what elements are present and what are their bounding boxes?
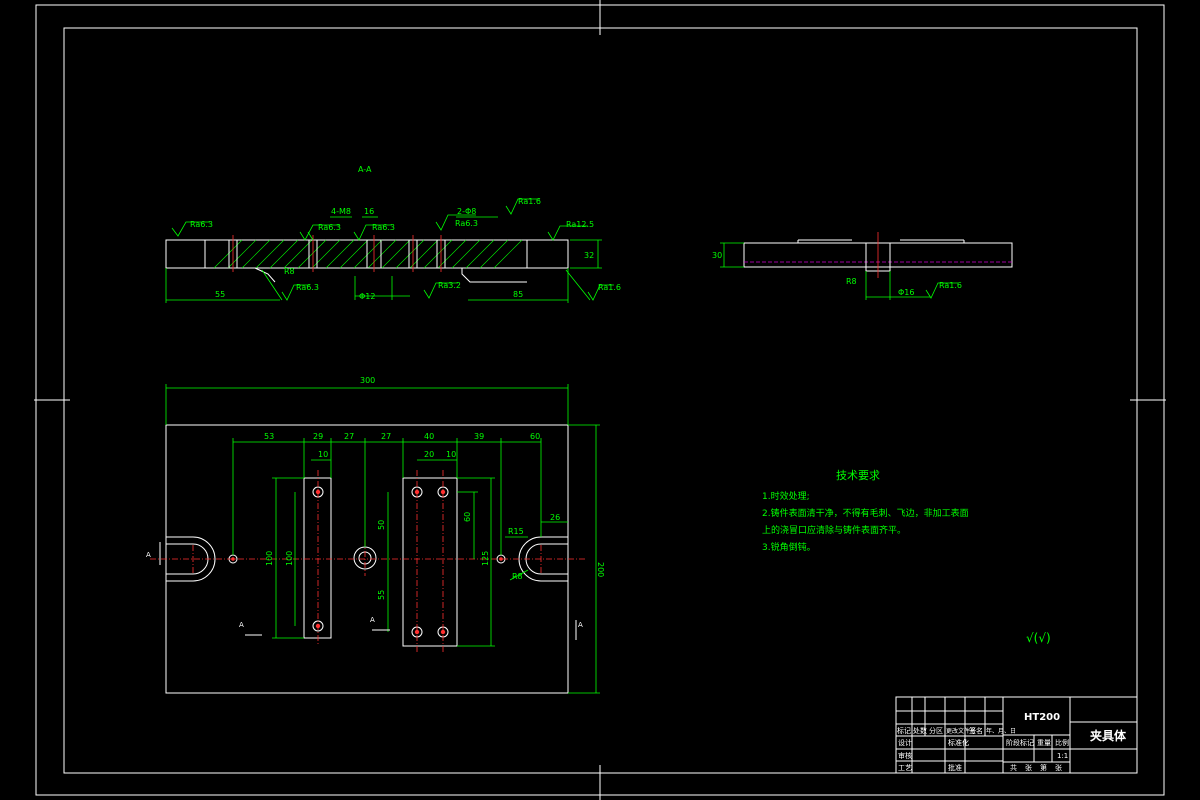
section-mark-4: A <box>578 621 583 629</box>
ra-2: Ra6.3 <box>318 223 341 232</box>
section-dimensions: 55 85 32 <box>165 239 602 303</box>
side-view: 30 Φ16 Ra1.6 R8 <box>712 232 1013 300</box>
ra-5: Ra1.6 <box>518 197 541 206</box>
ra-1: Ra6.3 <box>190 220 213 229</box>
tb-label-design: 设计 <box>898 738 912 747</box>
dim-vert-5: 125 <box>481 551 490 566</box>
dim-inner-3: 10 <box>446 450 456 459</box>
requirements-title: 技术要求 <box>836 469 880 482</box>
dim-vert-3: 50 <box>377 520 386 530</box>
requirement-1: 1.时效处理; <box>762 490 810 502</box>
section-callouts: 4-M8 16 2-Φ8 R8 Φ12 <box>261 207 591 301</box>
dim-top-5: 40 <box>424 432 434 441</box>
dim-left: 55 <box>215 290 225 299</box>
technical-requirements: 技术要求 1.时效处理; 2.铸件表面清干净，不得有毛刺、飞边，非加工表面 上的… <box>762 469 1051 645</box>
dim-top-1: 53 <box>264 432 274 441</box>
ra-9: Ra1.6 <box>598 283 621 292</box>
tb-label-standard: 标准化 <box>948 738 969 747</box>
requirement-2: 2.铸件表面清干净，不得有毛刺、飞边，非加工表面 <box>762 507 969 519</box>
callout-r15: R15 <box>508 527 524 536</box>
dim-vert-6: 55 <box>377 590 386 600</box>
dim-26: 26 <box>550 513 560 522</box>
tb-row-6: 年、月、日 <box>986 727 1016 735</box>
tb-row-3: 分区 <box>929 726 943 735</box>
section-view: A-A 55 85 <box>165 165 621 303</box>
roughness-note: √(√) <box>1026 631 1051 645</box>
tb-row-1: 标记 <box>897 726 911 735</box>
section-hatching <box>204 239 528 269</box>
side-dim-height: 30 <box>712 251 722 260</box>
ra-8: Ra3.2 <box>438 281 461 290</box>
section-mark-3: A <box>370 616 375 624</box>
tb-row-4: 更改文件号 <box>946 727 976 735</box>
tb-material: HT200 <box>1024 712 1060 723</box>
dim-vert-4: 60 <box>463 512 472 522</box>
ra-7: Ra6.3 <box>296 283 319 292</box>
callout-2phi8: 2-Φ8 <box>457 207 476 216</box>
requirement-4: 3.锐角倒钝。 <box>762 541 816 553</box>
tb-total: 共 <box>1010 763 1017 772</box>
dim-top-4: 27 <box>381 432 391 441</box>
tb-scale: 1:1 <box>1057 752 1068 760</box>
side-callout-r8: R8 <box>846 277 857 286</box>
tb-row-5: 签名 <box>969 726 983 735</box>
dim-right: 85 <box>513 290 523 299</box>
callout-r8: R8 <box>284 267 295 276</box>
plan-dimensions: 300 200 53 29 27 27 40 39 60 10 <box>165 376 605 694</box>
section-marks: A A A A <box>146 542 583 640</box>
ra-4: Ra6.3 <box>455 219 478 228</box>
section-holes <box>228 235 446 272</box>
callout-r8-plan: R8 <box>512 572 523 581</box>
dim-top-7: 60 <box>530 432 540 441</box>
tb-stage: 阶段标记 <box>1006 738 1034 747</box>
dim-overall-height: 200 <box>596 562 605 577</box>
dim-vert-1: 100 <box>265 551 274 566</box>
callout-4m8: 4-M8 <box>331 207 351 216</box>
section-mark-1: A <box>146 551 151 559</box>
ra-3: Ra6.3 <box>372 223 395 232</box>
callout-phi12: Φ12 <box>359 292 375 301</box>
dim-vert-2: 100 <box>285 551 294 566</box>
side-callout-phi16: Φ16 <box>898 288 914 297</box>
dim-height: 32 <box>584 251 594 260</box>
ra-6: Ra12.5 <box>566 220 594 229</box>
tb-sheets: 张 <box>1025 763 1032 772</box>
dim-top-2: 29 <box>313 432 323 441</box>
plan-centerlines <box>150 470 585 654</box>
sheet-frame <box>34 0 1166 800</box>
roughness-symbols: Ra6.3 Ra6.3 Ra6.3 Ra6.3 Ra1.6 Ra12.5 Ra6… <box>171 197 621 301</box>
tb-weight: 重量 <box>1037 739 1051 747</box>
tb-label-process: 工艺 <box>898 764 912 772</box>
tb-no: 第 <box>1040 763 1047 772</box>
tb-sheet: 张 <box>1055 763 1062 772</box>
dim-top-3: 27 <box>344 432 354 441</box>
callout-16: 16 <box>364 207 374 216</box>
tb-label-approve: 批准 <box>948 763 962 772</box>
dim-overall-width: 300 <box>360 376 375 385</box>
tb-label-review: 审核 <box>898 751 912 760</box>
plan-view: 300 200 53 29 27 27 40 39 60 10 <box>146 376 605 694</box>
side-ra: Ra1.6 <box>939 281 962 290</box>
section-mark-2: A <box>239 621 244 629</box>
section-label: A-A <box>358 165 372 174</box>
title-block: 标记 处数 分区 更改文件号 签名 年、月、日 设计 审核 工艺 标准化 批准 … <box>895 696 1138 774</box>
tb-scale-label: 比例 <box>1055 738 1069 747</box>
dim-top-6: 39 <box>474 432 484 441</box>
dim-inner-1: 10 <box>318 450 328 459</box>
tb-row-2: 处数 <box>913 726 927 735</box>
tb-part-name: 夹具体 <box>1090 728 1127 743</box>
dim-inner-2: 20 <box>424 450 434 459</box>
requirement-3: 上的浇冒口应清除与铸件表面齐平。 <box>762 524 906 536</box>
